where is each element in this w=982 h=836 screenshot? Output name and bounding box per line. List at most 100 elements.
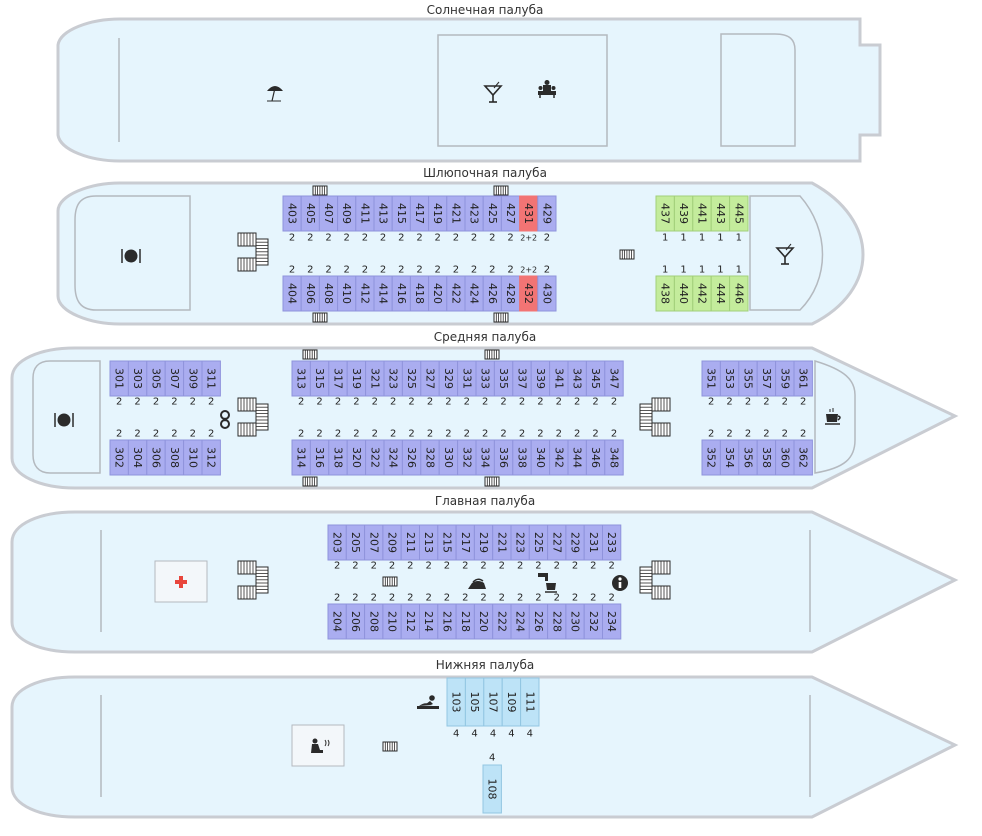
cabin-box[interactable]: [602, 603, 622, 640]
cabin-box[interactable]: [604, 360, 624, 397]
cabin-box[interactable]: [793, 360, 813, 397]
cabin-box[interactable]: [537, 275, 557, 312]
cabin-box[interactable]: [793, 439, 813, 476]
cabin-box[interactable]: [482, 764, 502, 814]
cabin-box[interactable]: [729, 275, 749, 312]
cabin-box[interactable]: [602, 524, 622, 561]
cabin-box[interactable]: [520, 677, 540, 727]
cabin-box[interactable]: [604, 439, 624, 476]
